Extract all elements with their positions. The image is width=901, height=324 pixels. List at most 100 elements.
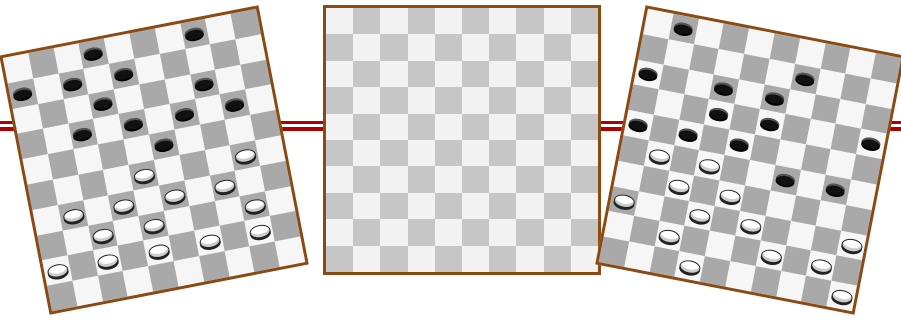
- board-square[interactable]: [516, 8, 543, 34]
- black-checker-piece[interactable]: [673, 21, 694, 35]
- board-square[interactable]: [326, 166, 353, 192]
- white-checker-piece[interactable]: [133, 167, 156, 184]
- white-checker-piece[interactable]: [148, 243, 171, 260]
- black-checker-piece[interactable]: [825, 182, 846, 196]
- board-square[interactable]: [408, 246, 435, 272]
- black-checker-piece[interactable]: [628, 117, 649, 131]
- board-square[interactable]: [326, 140, 353, 166]
- board-square[interactable]: [408, 87, 435, 113]
- board-square[interactable]: [353, 8, 380, 34]
- board-square[interactable]: [408, 8, 435, 34]
- black-checker-piece[interactable]: [794, 71, 815, 85]
- board-square[interactable]: [544, 61, 571, 87]
- board-square[interactable]: [571, 166, 598, 192]
- black-checker-piece[interactable]: [194, 77, 215, 91]
- board-square[interactable]: [435, 246, 462, 272]
- black-checker-piece[interactable]: [184, 26, 205, 40]
- white-checker-piece[interactable]: [613, 193, 636, 210]
- white-checker-piece[interactable]: [840, 238, 863, 255]
- black-checker-piece[interactable]: [729, 137, 750, 151]
- board-square[interactable]: [408, 61, 435, 87]
- black-checker-piece[interactable]: [72, 127, 93, 141]
- white-checker-piece[interactable]: [719, 188, 742, 205]
- board-square[interactable]: [326, 87, 353, 113]
- board-square[interactable]: [571, 61, 598, 87]
- black-checker-piece[interactable]: [638, 67, 659, 81]
- white-checker-piece[interactable]: [234, 147, 257, 164]
- board-square[interactable]: [435, 34, 462, 60]
- board-square[interactable]: [435, 61, 462, 87]
- board-square[interactable]: [435, 140, 462, 166]
- board-square[interactable]: [571, 8, 598, 34]
- black-checker-piece[interactable]: [678, 127, 699, 141]
- white-checker-piece[interactable]: [648, 148, 671, 165]
- board-square[interactable]: [489, 87, 516, 113]
- board-square[interactable]: [516, 61, 543, 87]
- white-checker-piece[interactable]: [143, 218, 166, 235]
- board-square[interactable]: [516, 219, 543, 245]
- board-square[interactable]: [489, 61, 516, 87]
- board-square[interactable]: [353, 219, 380, 245]
- board-square[interactable]: [571, 140, 598, 166]
- white-checker-piece[interactable]: [689, 208, 712, 225]
- board-square[interactable]: [462, 140, 489, 166]
- black-checker-piece[interactable]: [224, 97, 245, 111]
- board-square[interactable]: [571, 193, 598, 219]
- white-checker-piece[interactable]: [244, 198, 267, 215]
- board-square[interactable]: [435, 193, 462, 219]
- board-square[interactable]: [462, 193, 489, 219]
- board-square[interactable]: [544, 246, 571, 272]
- white-checker-piece[interactable]: [679, 259, 702, 276]
- board-square[interactable]: [571, 87, 598, 113]
- board-square[interactable]: [516, 87, 543, 113]
- white-checker-piece[interactable]: [810, 258, 833, 275]
- board-square[interactable]: [516, 34, 543, 60]
- black-checker-piece[interactable]: [12, 86, 33, 100]
- board-square[interactable]: [544, 8, 571, 34]
- board-square[interactable]: [544, 114, 571, 140]
- board-square[interactable]: [353, 193, 380, 219]
- board-square[interactable]: [380, 140, 407, 166]
- white-checker-piece[interactable]: [698, 157, 721, 174]
- board-square[interactable]: [408, 219, 435, 245]
- board-square[interactable]: [408, 193, 435, 219]
- board-square[interactable]: [544, 166, 571, 192]
- board-square[interactable]: [353, 114, 380, 140]
- board-square[interactable]: [489, 219, 516, 245]
- board-square[interactable]: [380, 34, 407, 60]
- board-square[interactable]: [571, 246, 598, 272]
- board-square[interactable]: [408, 114, 435, 140]
- board-square[interactable]: [462, 87, 489, 113]
- white-checker-piece[interactable]: [668, 178, 691, 195]
- black-checker-piece[interactable]: [861, 136, 882, 150]
- board-square[interactable]: [544, 219, 571, 245]
- board-square[interactable]: [571, 219, 598, 245]
- board-square[interactable]: [516, 193, 543, 219]
- board-square[interactable]: [489, 34, 516, 60]
- board-square[interactable]: [516, 166, 543, 192]
- white-checker-piece[interactable]: [92, 228, 115, 245]
- board-square[interactable]: [462, 61, 489, 87]
- board-square[interactable]: [380, 246, 407, 272]
- board-square[interactable]: [462, 166, 489, 192]
- board-square[interactable]: [408, 166, 435, 192]
- board-square[interactable]: [275, 237, 305, 267]
- board-square[interactable]: [544, 34, 571, 60]
- board-square[interactable]: [516, 140, 543, 166]
- board-square[interactable]: [462, 34, 489, 60]
- board-square[interactable]: [827, 281, 857, 311]
- board-square[interactable]: [326, 246, 353, 272]
- white-checker-piece[interactable]: [760, 248, 783, 265]
- black-checker-piece[interactable]: [714, 81, 735, 95]
- white-checker-piece[interactable]: [163, 188, 186, 205]
- board-square[interactable]: [326, 61, 353, 87]
- black-checker-piece[interactable]: [83, 46, 104, 60]
- board-square[interactable]: [408, 34, 435, 60]
- board-square[interactable]: [326, 114, 353, 140]
- black-checker-piece[interactable]: [93, 96, 114, 110]
- white-checker-piece[interactable]: [97, 253, 120, 270]
- black-checker-piece[interactable]: [113, 66, 134, 80]
- black-checker-piece[interactable]: [764, 91, 785, 105]
- board-square[interactable]: [489, 114, 516, 140]
- board-square[interactable]: [326, 8, 353, 34]
